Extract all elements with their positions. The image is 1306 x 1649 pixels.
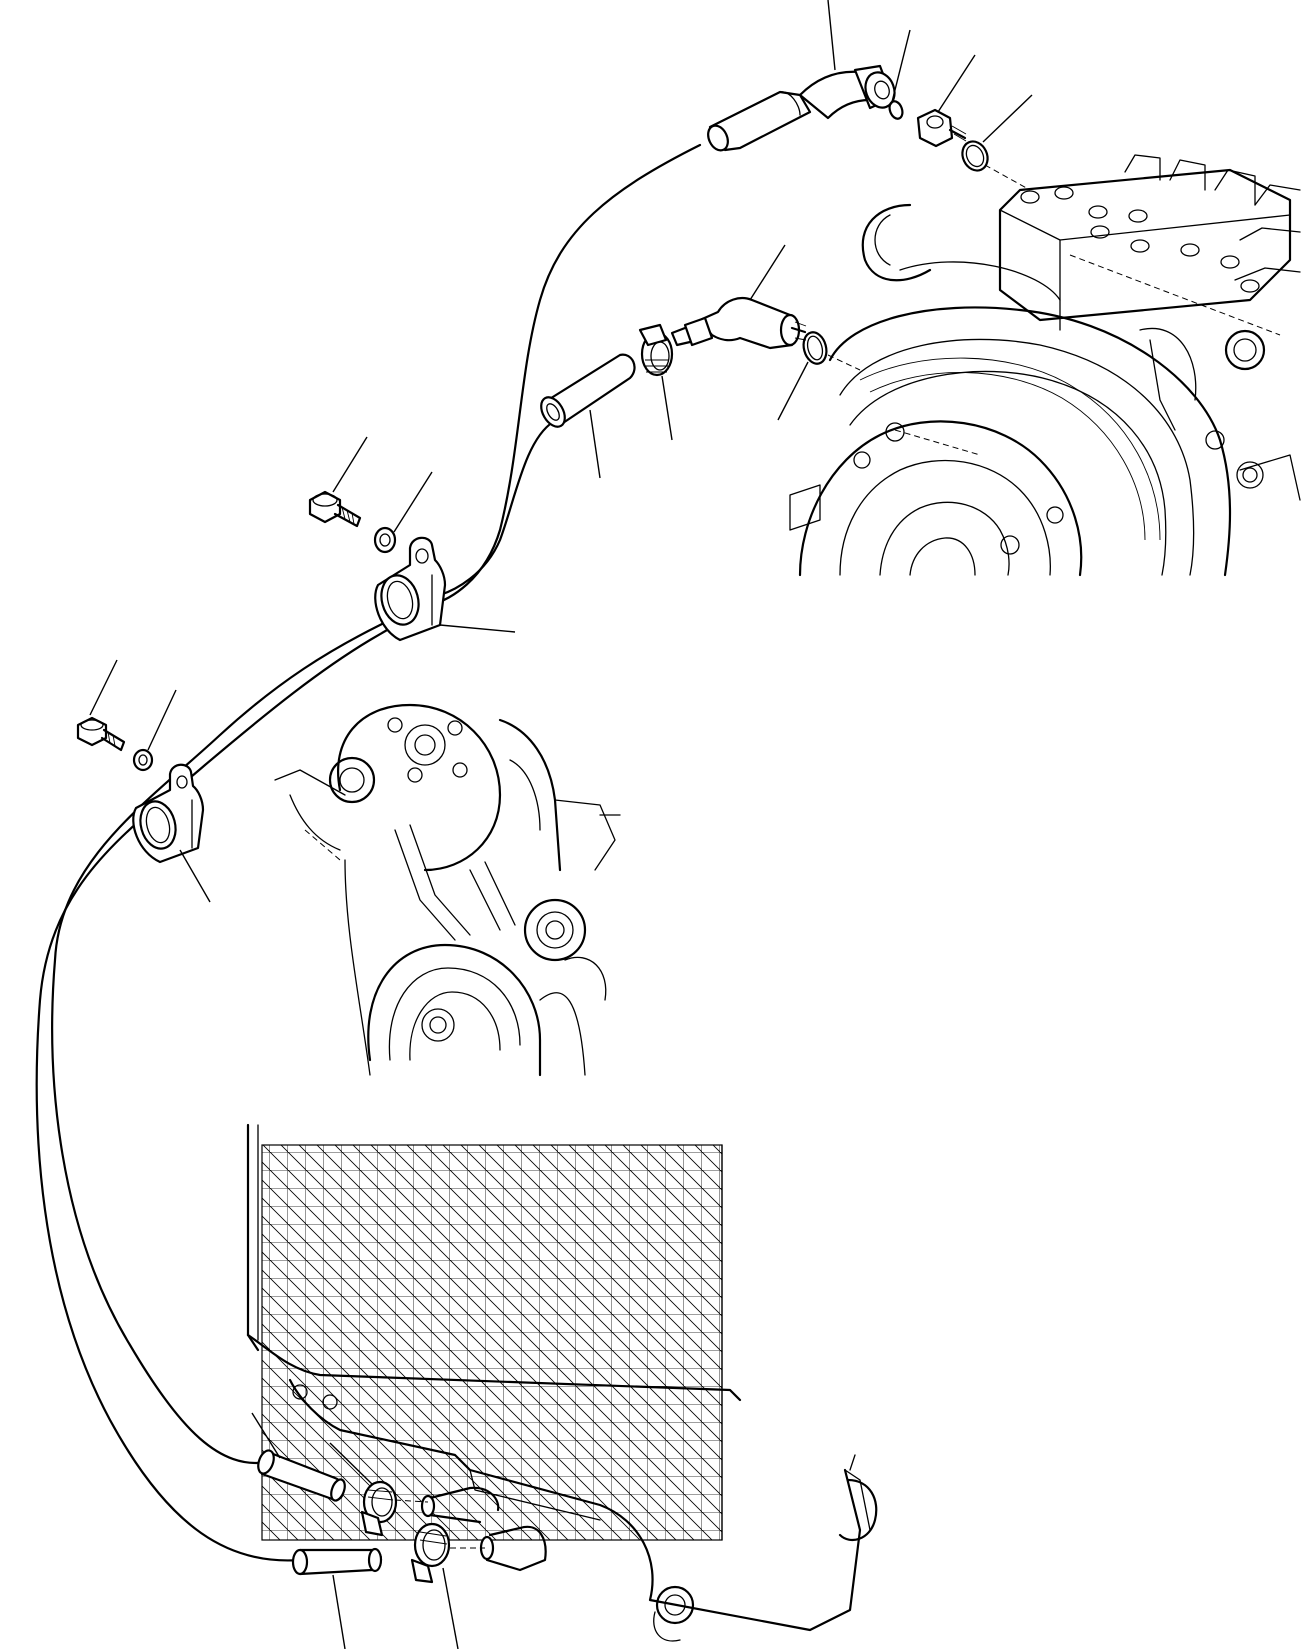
- clip-upper: [374, 536, 447, 642]
- hose-end-lower: [291, 1547, 383, 1576]
- hose-route: [35, 143, 702, 1562]
- hose-end-upper: [257, 1449, 346, 1502]
- engine-front-assembly: [274, 703, 621, 1077]
- hose-mid: [540, 353, 636, 428]
- alignment-line-clamp-upper: [394, 1499, 429, 1503]
- o-ring-top: [961, 140, 989, 172]
- alignment-line-mid: [827, 354, 861, 371]
- alignment-line-top: [984, 164, 1031, 191]
- bolt-lower: [76, 716, 126, 752]
- hose-clamp-lower: [410, 1522, 451, 1584]
- bolt-upper: [308, 490, 362, 528]
- hose-clamp-upper: [360, 1480, 398, 1537]
- o-ring-mid: [802, 331, 828, 365]
- clip-lower: [132, 763, 205, 864]
- radiator-assembly: [246, 1123, 878, 1642]
- washer-upper: [373, 526, 397, 554]
- elbow-fitting-mid: [670, 296, 807, 350]
- transmission-assembly: [789, 154, 1301, 577]
- hose-clamp-mid: [638, 323, 674, 377]
- elbow-fitting-top: [707, 64, 896, 152]
- adapter-nut: [916, 108, 967, 148]
- seal-ring-small: [888, 100, 904, 120]
- washer-lower: [132, 748, 154, 772]
- leader-lines: [89, 0, 1033, 1649]
